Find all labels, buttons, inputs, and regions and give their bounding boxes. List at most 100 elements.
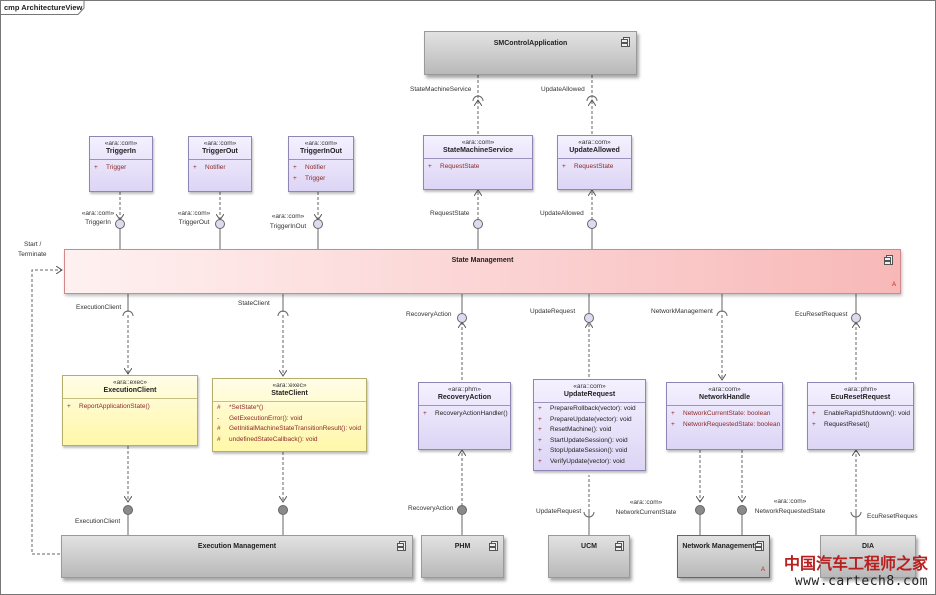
interface-name: ExecutionClient [103, 387, 157, 394]
stereotype: «ara::com» [573, 383, 606, 390]
interface-network-handle[interactable]: «ara::com» NetworkHandle +NetworkCurrent… [666, 382, 783, 450]
sm-control-application[interactable]: SMControlApplication [424, 31, 637, 75]
interface-trigger-in[interactable]: «ara::com» TriggerIn +Trigger [89, 136, 153, 192]
method-row: #undefinedStateCallback(): void [217, 435, 318, 443]
method-row: #GetInitialMachineStateTransitionResult(… [217, 425, 361, 432]
interface-name: StateMachineService [442, 147, 514, 154]
conn-start-terminate [31, 270, 62, 555]
execution-management-component[interactable]: Execution Management [61, 535, 413, 578]
component-icon [615, 541, 624, 551]
port-label-state-machine-service: StateMachineService [410, 86, 472, 93]
port-stereo-network-requested: «ara::com» [773, 498, 807, 505]
label-terminate: Terminate [18, 251, 47, 258]
port-label-request-state: RequestState [430, 210, 470, 217]
interface-execution-client[interactable]: «ara::exec» ExecutionClient +ReportAppli… [62, 375, 198, 446]
interface-name: EcuResetRequest [830, 394, 891, 401]
attribute-row: +RequestState [428, 163, 480, 170]
stereotype: «ara::phm» [844, 386, 877, 393]
attribute-row: +RequestState [562, 163, 614, 170]
attribute-row: +NetworkCurrentState: boolean [671, 410, 771, 417]
abstract-mark: A [760, 567, 765, 573]
port-stereo-network-current: «ara::com» [629, 499, 663, 506]
port-label-update-allowed-top: UpdateAllowed [541, 86, 585, 93]
port-label-update-request-top: UpdateRequest [530, 308, 576, 315]
port-label-execution-client-bottom: ExecutionClient [75, 518, 121, 525]
interface-trigger-inout[interactable]: «ara::com» TriggerInOut +Notifier +Trigg… [288, 136, 354, 192]
interface-name: TriggerOut [202, 148, 238, 155]
method-row: +EnableRapidShutdown(): void [812, 410, 910, 417]
sm-control-title: SMControlApplication [493, 40, 568, 47]
network-management-title: Network Management [682, 543, 755, 550]
method-row: +PrepareUpdate(vector): void [538, 415, 632, 423]
frame-tab-outline [0, 0, 85, 15]
network-management-component[interactable]: Network Management A [677, 535, 770, 578]
attribute-row: +Notifier [193, 164, 226, 171]
attribute-row: +Trigger [94, 164, 127, 171]
stereotype: «ara::phm» [448, 386, 481, 393]
port-stereo-trigger-inout: «ara::com» [271, 213, 305, 220]
port-stereo-trigger-in: «ara::com» [81, 210, 115, 217]
interface-name: StateClient [271, 390, 308, 397]
port-label-update-request-bottom: UpdateRequest [536, 508, 582, 515]
port-label-ecu-reset-reques: EcuResetReques [867, 513, 918, 520]
stereotype: «ara::com» [708, 386, 741, 393]
interface-name: TriggerIn [106, 148, 136, 155]
frame-title: cmp ArchitectureView [4, 3, 83, 12]
phm-component[interactable]: PHM [421, 535, 504, 578]
method-row: +StopUpdateSession(): void [538, 447, 628, 454]
abstract-mark: A [891, 282, 896, 288]
method-row: +ResetMachine(): void [538, 426, 612, 433]
interface-ecu-reset-request[interactable]: «ara::phm» EcuResetRequest +EnableRapidS… [807, 382, 914, 450]
port-label-trigger-out: TriggerOut [178, 219, 210, 226]
stereotype: «ara::com» [203, 140, 237, 147]
interface-name: UpdateRequest [563, 391, 616, 398]
port-label-execution-client-top: ExecutionClient [76, 304, 122, 311]
interface-update-allowed[interactable]: «ara::com» UpdateAllowed +RequestState [557, 135, 632, 190]
dia-component[interactable]: DIA [820, 535, 916, 578]
ucm-component[interactable]: UCM [548, 535, 630, 578]
interface-recovery-action[interactable]: «ara::phm» RecoveryAction +RecoveryActio… [418, 382, 511, 450]
attribute-row: +Trigger [293, 174, 326, 182]
method-row: +StartUpdateSession(): void [538, 436, 628, 444]
interface-trigger-out[interactable]: «ara::com» TriggerOut +Notifier [188, 136, 252, 192]
method-row: +PrepareRollback(vector): void [538, 405, 636, 412]
port-label-trigger-in: TriggerIn [85, 219, 111, 226]
ucm-title: UCM [581, 543, 597, 550]
stereotype: «ara::com» [461, 139, 495, 146]
state-management-component[interactable]: State Management A [64, 249, 901, 294]
component-icon [884, 255, 893, 265]
interface-name: TriggerInOut [300, 148, 342, 155]
interface-name: NetworkHandle [699, 394, 750, 401]
stereotype: «ara::com» [104, 140, 138, 147]
port-label-network-management-top: NetworkManagement [651, 308, 713, 315]
interface-name: UpdateAllowed [569, 147, 620, 154]
method-row: +RecoveryActionHandler() [423, 410, 508, 417]
execution-management-title: Execution Management [197, 543, 277, 550]
component-icon [397, 541, 406, 551]
port-label-recovery-action-bottom: RecoveryAction [408, 505, 454, 512]
watermark-line1: 中国汽车工程师之家 [783, 554, 928, 573]
component-icon [621, 37, 630, 47]
method-row: -GetExecutionError(): void [217, 414, 303, 422]
port-label-trigger-inout: TriggerInOut [269, 223, 307, 230]
interface-update-request[interactable]: «ara::com» UpdateRequest +PrepareRollbac… [533, 379, 646, 471]
interface-state-client[interactable]: «ara::exec» StateClient #*SetState*() -G… [212, 378, 367, 452]
port-label-state-client-top: StateClient [238, 300, 270, 307]
watermark-line2: www.cartech8.com [794, 574, 928, 589]
method-row: +ReportApplicationState() [67, 403, 150, 410]
component-icon [755, 541, 764, 551]
label-start: Start / [24, 241, 42, 248]
watermark: 中国汽车工程师之家 www.cartech8.com [784, 550, 928, 589]
stereotype: «ara::exec» [272, 382, 307, 389]
port-label-network-requested-state: NetworkRequestedState [754, 508, 826, 515]
phm-title: PHM [454, 543, 471, 550]
method-row: +VerifyUpdate(vector): void [538, 457, 625, 465]
port-label-recovery-action-top: RecoveryAction [406, 311, 452, 318]
method-row: +RequestReset() [812, 420, 870, 428]
port-label-network-current-state: NetworkCurrentState [615, 509, 677, 516]
state-management-title: State Management [451, 257, 514, 264]
interface-state-machine-service[interactable]: «ara::com» StateMachineService +RequestS… [423, 135, 533, 190]
stereotype: «ara::com» [578, 139, 611, 146]
stereotype: «ara::exec» [113, 379, 147, 386]
